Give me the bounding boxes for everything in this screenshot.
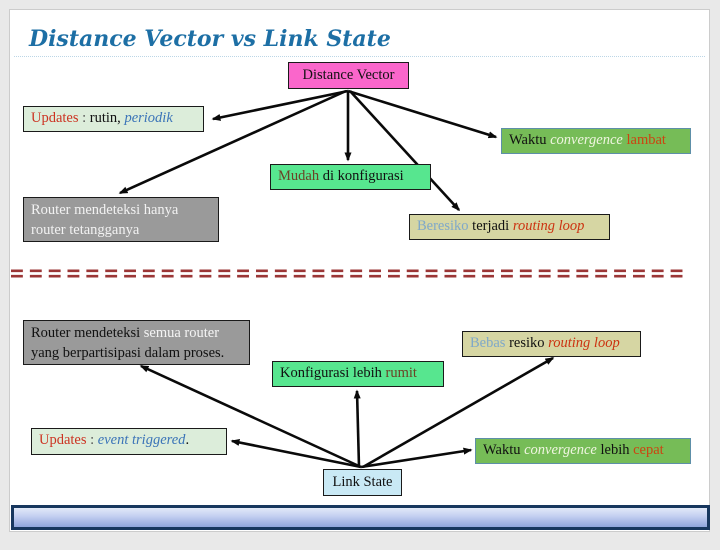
- arrow-dv-to-waktu-lambat: [347, 89, 498, 139]
- router-semua-line2: yang berpartisipasi dalam proses.: [31, 345, 225, 361]
- box-bebas-routing-loop: Bebas resiko routing loop: [462, 331, 641, 357]
- router-semua-line1: Router mendeteksi semua router: [31, 323, 242, 343]
- box-waktu-convergence-cepat: Waktu convergence lebih cepat: [475, 438, 691, 464]
- divider-equals: ====================================: [10, 261, 689, 287]
- waktu-cepat-convergence: convergence: [524, 442, 601, 458]
- bebas-plain: resiko: [505, 335, 549, 351]
- mudah-accent: Mudah: [278, 168, 320, 184]
- box-updates-event: Updates : event triggered.: [31, 428, 227, 455]
- mudah-plain: di konfigurasi: [319, 168, 404, 184]
- box-konfigurasi-rumit: Konfigurasi lebih rumit: [272, 361, 444, 387]
- beresiko-accent-red: routing loop: [512, 218, 585, 234]
- updates-rutin-plain: rutin,: [89, 110, 125, 126]
- bebas-accent-red: routing loop: [548, 335, 620, 351]
- konfig-rumit-plain: Konfigurasi lebih: [280, 365, 386, 381]
- updates-event-period: .: [185, 432, 190, 448]
- beresiko-accent-blue: Beresiko: [417, 218, 469, 234]
- router-tetangga-line1: Router mendeteksi hanya: [31, 202, 179, 218]
- router-semua-plain1: Router mendeteksi: [31, 325, 144, 341]
- title-divider-line: [14, 56, 705, 57]
- footer-bar: [11, 505, 710, 530]
- box-waktu-convergence-lambat: Waktu convergence lambat: [501, 128, 691, 154]
- waktu-lambat-accent: lambat: [626, 132, 666, 148]
- konfig-rumit-accent: rumit: [385, 365, 417, 381]
- arrow-ls-to-updates-event: [230, 439, 362, 469]
- box-updates-rutin: Updates : rutin, periodik: [23, 106, 204, 132]
- box-router-tetangga: Router mendeteksi hanya router tetanggan…: [23, 197, 219, 242]
- updates-event-label: Updates: [39, 432, 87, 448]
- updates-event-colon: :: [86, 432, 98, 448]
- waktu-cepat-accent: cepat: [633, 442, 664, 458]
- waktu-cepat-plain2: lebih: [600, 442, 634, 458]
- node-distance-vector: Distance Vector: [288, 62, 409, 89]
- waktu-lambat-word1: Waktu: [509, 132, 551, 148]
- node-link-state: Link State: [323, 469, 402, 496]
- arrow-ls-to-konfig-rumit: [353, 389, 361, 468]
- arrow-dv-to-updates-rutin: [211, 89, 349, 121]
- slide-canvas: Distance Vector vs Link State Distance V…: [9, 9, 710, 532]
- waktu-cepat-word1: Waktu: [483, 442, 525, 458]
- box-router-semua: Router mendeteksi semua router yang berp…: [23, 320, 250, 365]
- box-beresiko-routing-loop: Beresiko terjadi routing loop: [409, 214, 610, 240]
- arrow-dv-to-beresiko: [349, 90, 461, 212]
- router-semua-accent: semua router: [143, 325, 220, 341]
- slide-title: Distance Vector vs Link State: [29, 26, 391, 52]
- beresiko-plain: terjadi: [468, 218, 513, 234]
- waktu-lambat-convergence: convergence: [550, 132, 627, 148]
- node-distance-vector-label: Distance Vector: [302, 67, 395, 83]
- updates-event-accent: event triggered: [97, 432, 186, 448]
- updates-rutin-label: Updates: [31, 110, 79, 126]
- bebas-accent-blue: Bebas: [470, 335, 506, 351]
- updates-rutin-accent: periodik: [124, 110, 173, 126]
- box-mudah-konfigurasi: Mudah di konfigurasi: [270, 164, 431, 190]
- arrow-ls-to-waktu-cepat: [360, 447, 473, 469]
- node-link-state-label: Link State: [332, 474, 393, 490]
- updates-rutin-colon: :: [78, 110, 90, 126]
- router-tetangga-line2: router tetangganya: [31, 222, 140, 238]
